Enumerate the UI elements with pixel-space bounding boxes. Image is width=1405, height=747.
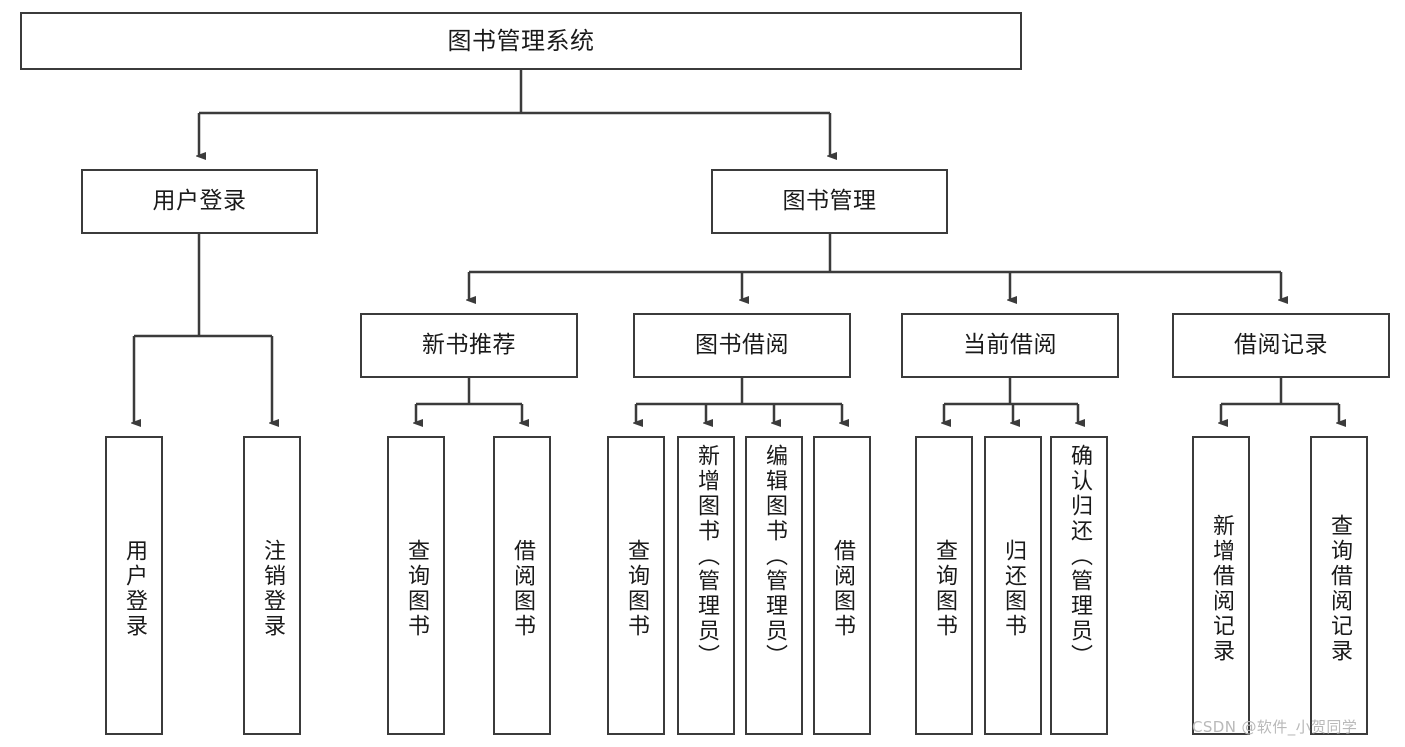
leaf-logout-login[interactable]: 注销登录 [243,436,301,735]
node-label: 图书管理 [782,188,877,215]
node-root-book-management-system[interactable]: 图书管理系统 [20,12,1022,70]
node-label: 查询图书 [404,538,429,639]
leaf-query-borrow-record[interactable]: 查询借阅记录 [1310,436,1368,735]
leaf-query-book-recommend[interactable]: 查询图书 [387,436,445,735]
node-borrow-record[interactable]: 借阅记录 [1172,313,1390,378]
node-user-login[interactable]: 用户登录 [81,169,318,234]
leaf-confirm-return-admin[interactable]: 确认归还（管理员） [1050,436,1108,735]
node-label: 用户登录 [152,188,247,215]
node-new-book-recommend[interactable]: 新书推荐 [360,313,578,378]
node-label: 新增借阅记录 [1209,513,1234,664]
leaf-borrow-book-recommend[interactable]: 借阅图书 [493,436,551,735]
node-label: 借阅图书 [830,538,855,639]
leaf-add-borrow-record[interactable]: 新增借阅记录 [1192,436,1250,735]
node-label: 借阅记录 [1234,332,1328,359]
leaf-borrow-book[interactable]: 借阅图书 [813,436,871,735]
node-book-management[interactable]: 图书管理 [711,169,948,234]
leaf-return-book[interactable]: 归还图书 [984,436,1042,735]
leaf-query-book-current[interactable]: 查询图书 [915,436,973,735]
node-label: 编辑图书（管理员） [762,444,787,669]
csdn-watermark: CSDN @软件_小贺同学 [1192,718,1358,736]
leaf-user-login[interactable]: 用户登录 [105,436,163,735]
node-label: 图书管理系统 [447,27,595,55]
leaf-query-book-borrow[interactable]: 查询图书 [607,436,665,735]
node-label: 查询借阅记录 [1327,513,1352,664]
node-label: 图书借阅 [695,332,789,359]
leaf-add-book-admin[interactable]: 新增图书（管理员） [677,436,735,735]
node-label: 当前借阅 [963,332,1057,359]
node-current-borrow[interactable]: 当前借阅 [901,313,1119,378]
node-label: 用户登录 [122,538,147,639]
node-label: 归还图书 [1001,538,1026,639]
node-label: 查询图书 [624,538,649,639]
node-book-borrow[interactable]: 图书借阅 [633,313,851,378]
node-label: 查询图书 [932,538,957,639]
node-label: 借阅图书 [510,538,535,639]
node-label: 新书推荐 [422,332,516,359]
node-label: 注销登录 [260,538,285,639]
leaf-edit-book-admin[interactable]: 编辑图书（管理员） [745,436,803,735]
node-label: 新增图书（管理员） [694,444,719,669]
node-label: 确认归还（管理员） [1067,444,1092,669]
